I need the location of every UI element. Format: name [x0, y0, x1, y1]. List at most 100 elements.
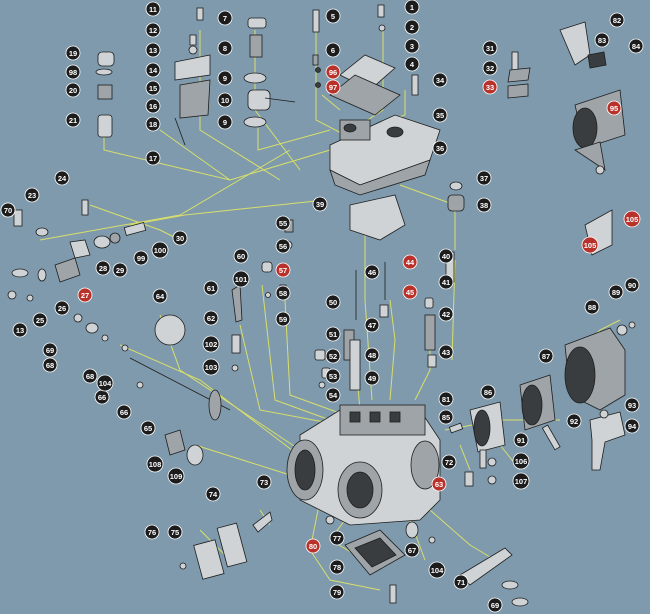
- callout-104: 104: [428, 561, 446, 579]
- callout-circle: [609, 12, 625, 28]
- callout-15: 15: [145, 80, 161, 96]
- callout-number: 101: [235, 275, 248, 284]
- callout-number: 51: [329, 330, 337, 339]
- callout-number: 102: [205, 340, 218, 349]
- callout-circle: [202, 358, 220, 376]
- callout-number: 104: [99, 379, 112, 388]
- callout-89: 89: [608, 284, 624, 300]
- callout-number: 23: [28, 191, 36, 200]
- callout-circle: [116, 404, 132, 420]
- callout-51: 51: [325, 326, 341, 342]
- callout-circle: [431, 476, 447, 492]
- callout-circle: [144, 524, 160, 540]
- callout-circle: [145, 62, 161, 78]
- callout-number: 9: [223, 74, 227, 83]
- callout-50: 50: [325, 294, 341, 310]
- callout-number: 8: [223, 44, 227, 53]
- callout-12: 12: [145, 22, 161, 38]
- callout-number: 94: [628, 422, 637, 431]
- callout-circle: [329, 530, 345, 546]
- callout-circle: [624, 418, 640, 434]
- callout-number: 69: [491, 601, 499, 610]
- callout-number: 105: [626, 215, 639, 224]
- callout-55: 55: [275, 215, 291, 231]
- callout-16: 16: [145, 98, 161, 114]
- callout-number: 70: [4, 206, 12, 215]
- callout-number: 13: [149, 46, 157, 55]
- callout-number: 53: [329, 372, 337, 381]
- callout-59: 59: [275, 311, 291, 327]
- callout-number: 47: [368, 321, 376, 330]
- callout-63: 63: [431, 476, 447, 492]
- callout-number: 88: [588, 303, 596, 312]
- callout-circle: [112, 262, 128, 278]
- callout-number: 81: [442, 395, 450, 404]
- callout-number: 64: [156, 292, 165, 301]
- callout-35: 35: [432, 107, 448, 123]
- callout-circle: [203, 280, 219, 296]
- callout-circle: [432, 107, 448, 123]
- callout-62: 62: [203, 310, 219, 326]
- callout-number: 20: [69, 86, 77, 95]
- callout-number: 13: [16, 326, 24, 335]
- callout-circle: [482, 79, 498, 95]
- callout-circle: [402, 254, 418, 270]
- callout-13: 13: [145, 42, 161, 58]
- callout-circle: [325, 387, 341, 403]
- callout-25: 25: [32, 312, 48, 328]
- callout-circle: [325, 294, 341, 310]
- callout-number: 18: [149, 120, 157, 129]
- callout-98: 98: [65, 64, 81, 80]
- callout-number: 67: [408, 546, 416, 555]
- callout-circle: [82, 368, 98, 384]
- callout-number: 40: [442, 252, 450, 261]
- callout-circle: [217, 40, 233, 56]
- callout-94: 94: [624, 418, 640, 434]
- callout-circle: [476, 170, 492, 186]
- callout-number: 36: [436, 144, 444, 153]
- callout-105: 105: [623, 210, 641, 228]
- callout-circle: [275, 238, 291, 254]
- callout-circle: [275, 215, 291, 231]
- callout-24: 24: [54, 170, 70, 186]
- callout-68: 68: [42, 357, 58, 373]
- callout-75: 75: [167, 524, 183, 540]
- callout-circle: [217, 114, 233, 130]
- callout-number: 65: [144, 424, 152, 433]
- callout-108: 108: [146, 455, 164, 473]
- callout-48: 48: [364, 347, 380, 363]
- callout-29: 29: [112, 262, 128, 278]
- callout-number: 100: [154, 246, 167, 255]
- callout-number: 55: [279, 219, 287, 228]
- callout-number: 95: [610, 104, 618, 113]
- callout-circle: [482, 60, 498, 76]
- callout-circle: [404, 542, 420, 558]
- callout-number: 96: [329, 68, 337, 77]
- callout-number: 58: [279, 289, 287, 298]
- callout-77: 77: [329, 530, 345, 546]
- callout-number: 25: [36, 316, 44, 325]
- callout-number: 60: [237, 252, 245, 261]
- callout-31: 31: [482, 40, 498, 56]
- callout-number: 37: [480, 174, 488, 183]
- callout-circle: [364, 347, 380, 363]
- callout-circle: [364, 370, 380, 386]
- callout-number: 79: [333, 588, 341, 597]
- callout-circle: [140, 420, 156, 436]
- callout-circle: [453, 574, 469, 590]
- callout-66: 66: [116, 404, 132, 420]
- callout-circle: [404, 19, 420, 35]
- callout-circle: [167, 467, 185, 485]
- callout-circle: [233, 248, 249, 264]
- callout-circle: [217, 92, 233, 108]
- callout-number: 12: [149, 26, 157, 35]
- callout-82: 82: [609, 12, 625, 28]
- callout-number: 28: [99, 264, 107, 273]
- callout-41: 41: [438, 274, 454, 290]
- callout-circle: [480, 384, 496, 400]
- callout-circle: [512, 452, 530, 470]
- carburettor-body: [286, 404, 441, 526]
- callout-number: 26: [58, 304, 66, 313]
- callout-number: 63: [435, 480, 443, 489]
